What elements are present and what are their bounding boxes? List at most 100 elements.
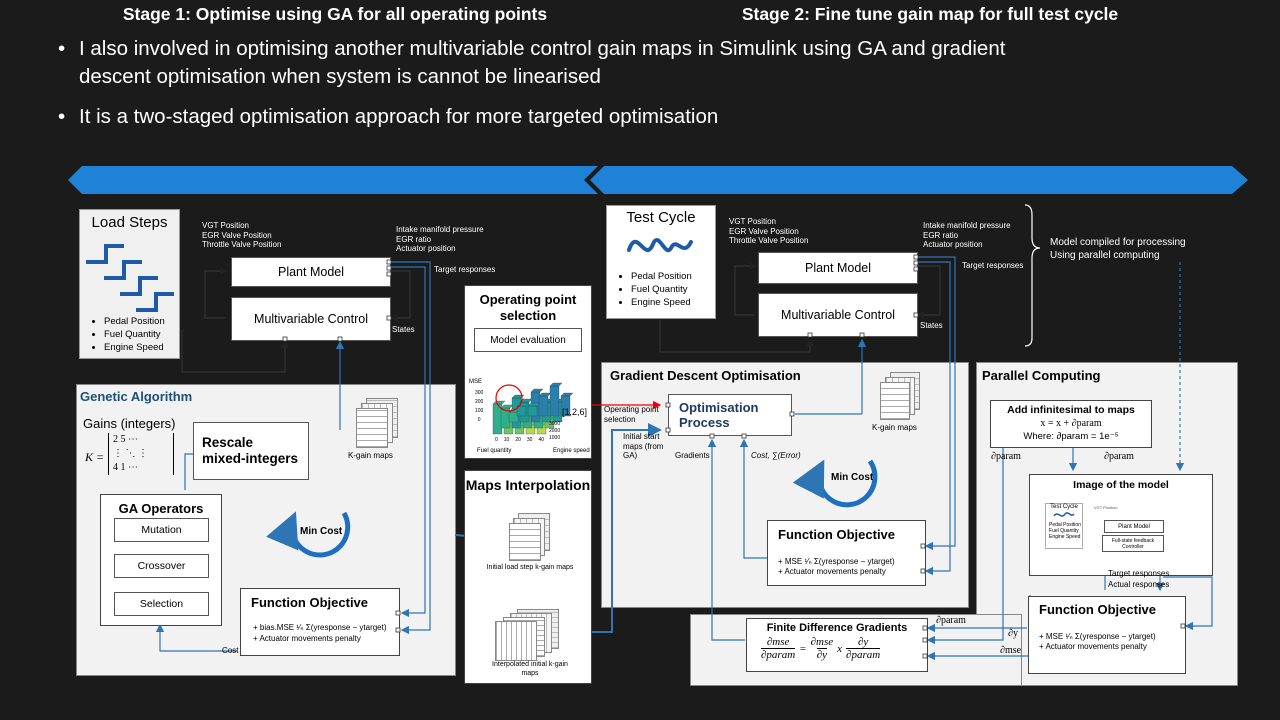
operating-point-panel: Operating point selection Model evaluati… — [464, 285, 592, 459]
speed-ticks: 3000 2000 1000 — [549, 421, 560, 442]
fraction-den: ∂y — [816, 648, 828, 661]
fraction-num: ∂mse — [810, 636, 834, 648]
gain-matrix: 2 5 ⋯ ⋮ ⋱ ⋮ 4 1 ⋯ — [108, 433, 174, 475]
operating-point-title: Operating point selection — [479, 292, 577, 323]
chart-bar-top — [511, 394, 525, 399]
axis-fuel: Fuel quantity — [477, 448, 512, 454]
gd-function-objective-box: Function Objective + MSE ¹⁄ₙ Σ(yresponse… — [767, 520, 926, 586]
tick-label: 30 — [526, 437, 533, 443]
function-objective-box: Function Objective + bias.MSE ¹⁄ₙ Σ(yres… — [240, 588, 400, 656]
fraction-num: ∂mse — [766, 636, 790, 648]
fo-line2: + Actuator movements penalty — [1039, 642, 1147, 651]
finite-difference-box: Finite Difference Gradients ∂mse ∂param … — [746, 618, 928, 672]
function-objective-title: Function Objective — [778, 527, 896, 542]
add-infinitesimal-box: Add infinitesimal to maps x = x + ∂param… — [990, 400, 1152, 448]
mini-item: Fuel Quantity — [1049, 528, 1079, 534]
stage2-states-label: States — [920, 321, 943, 330]
fd-m1: ∂mse ∂y — [811, 636, 834, 661]
bullet-dot: • — [58, 105, 66, 128]
fraction-num: ∂y — [857, 636, 869, 648]
model-evaluation-block: Model evaluation — [474, 328, 582, 352]
output-label: EGR ratio — [396, 234, 432, 244]
bullet-2-line1: It is a two-staged optimisation approach… — [79, 105, 719, 128]
dparam-right: ∂param — [1104, 451, 1134, 462]
fo-line1: + MSE ¹⁄ₙ Σ(yresponse − ytarget) — [778, 557, 895, 566]
output-label: Actuator position — [396, 244, 456, 253]
chart-bar-top — [549, 382, 563, 387]
tick-label: 0 — [495, 437, 498, 443]
selected-points: [1,2,6] — [562, 407, 588, 417]
fd-lhs: ∂mse ∂param — [761, 636, 796, 661]
finite-difference-title: Finite Difference Gradients — [766, 622, 908, 634]
gradient-descent-title: Gradient Descent Optimisation — [610, 368, 801, 383]
load-steps-title: Load Steps — [91, 214, 168, 231]
target-responses-label: Target responses — [1108, 569, 1170, 578]
mini-item: Pedal Position — [1049, 522, 1081, 528]
rescale-mixed-integers: Rescale mixed-integers — [193, 422, 309, 480]
initial-start-label: Initial start maps (from GA) — [623, 432, 664, 460]
fo-line1: + MSE ¹⁄ₙ Σ(yresponse − ytarget) — [1039, 632, 1156, 641]
list-item: Engine Speed — [631, 296, 692, 309]
input-label: VGT Position — [729, 217, 776, 226]
list-item: Fuel Quantity — [631, 283, 692, 296]
tick-label: 2000 — [549, 428, 561, 434]
output-label: Intake manifold pressure — [923, 221, 1011, 230]
actual-responses-label: Actual responses — [1108, 580, 1170, 589]
k-gain-maps-label: K-gain maps — [348, 451, 393, 460]
fo-line2: + Actuator movements penalty — [253, 634, 361, 643]
mini-test-cycle: Test Cycle Pedal Position Fuel Quantity … — [1045, 503, 1083, 549]
fd-dmse-label: ∂mse — [1000, 645, 1022, 656]
stage1-states-label: States — [392, 325, 415, 334]
brace — [1024, 204, 1041, 347]
mini-io-labels: VGT Position — [1094, 505, 1144, 519]
cost-error-label: Cost, ∑(Error) — [751, 451, 801, 460]
gradients-label: Gradients — [675, 451, 710, 460]
mse-3d-chart — [492, 382, 574, 435]
k-gain-maps-icon — [880, 372, 920, 420]
stage1-inputs: VGT Position EGR Valve Position Throttle… — [202, 221, 281, 250]
test-cycle-title: Test Cycle — [626, 209, 696, 226]
matrix-row: ⋮ ⋱ ⋮ — [113, 448, 148, 459]
tick-label: 0 — [477, 417, 481, 423]
fo-line2: + Actuator movements penalty — [778, 567, 886, 576]
initial-maps-label: Initial load step k-gain maps — [486, 564, 574, 571]
highlight-circle — [495, 384, 523, 412]
fd-dparam-label: ∂param — [936, 615, 966, 626]
interpolated-maps-icon — [495, 609, 559, 661]
interpolated-maps-label: Interpolated initial k-gain maps — [492, 661, 568, 677]
mutation-block: Mutation — [114, 518, 209, 542]
axis-mse: MSE — [469, 379, 483, 385]
mini-wave-icon — [1053, 512, 1075, 517]
input-label: EGR Valve Position — [202, 230, 272, 240]
list-item: Fuel Quantity — [104, 328, 165, 341]
function-objective-title: Function Objective — [251, 595, 369, 610]
stage1-outputs: Intake manifold pressure EGR ratio Actua… — [396, 225, 484, 254]
output-label: Intake manifold pressure — [396, 225, 484, 234]
maps-interpolation-title: Maps Interpolation — [465, 477, 591, 493]
cost-label: Cost — [222, 646, 239, 655]
input-label: VGT Position — [202, 221, 249, 230]
crossover-block: Crossover — [114, 554, 209, 578]
mini-test-title: Test Cycle — [1050, 504, 1078, 510]
parallel-computing-title: Parallel Computing — [982, 368, 1101, 383]
mini-items: Pedal Position Fuel Quantity Engine Spee… — [1046, 522, 1082, 540]
add-infinitesimal-title: Add infinitesimal to maps — [1007, 404, 1135, 416]
stage1-banner-shape — [68, 166, 598, 194]
compiled-line: Using parallel computing — [1050, 250, 1160, 261]
function-objective-title: Function Objective — [1039, 602, 1157, 617]
axis-speed: Engine speed — [553, 448, 590, 454]
stage1-multivariable-control: Multivariable Control — [231, 297, 391, 341]
gains-label: Gains (integers) — [83, 416, 176, 431]
output-label: Actuator position — [923, 240, 983, 249]
mini-input: VGT Position — [1094, 505, 1118, 510]
chart-bar-top — [530, 388, 544, 393]
op-selection-label: Operating point selection — [604, 405, 659, 424]
mini-item: Engine Speed — [1049, 534, 1081, 540]
k-gain-maps-label-2: K-gain maps — [872, 423, 917, 432]
tick-label: 200 — [475, 399, 484, 405]
image-of-model-box: Image of the model Test Cycle Pedal Posi… — [1029, 474, 1213, 576]
load-steps-list: Pedal Position Fuel Quantity Engine Spee… — [86, 315, 165, 354]
output-label: EGR ratio — [923, 230, 959, 240]
